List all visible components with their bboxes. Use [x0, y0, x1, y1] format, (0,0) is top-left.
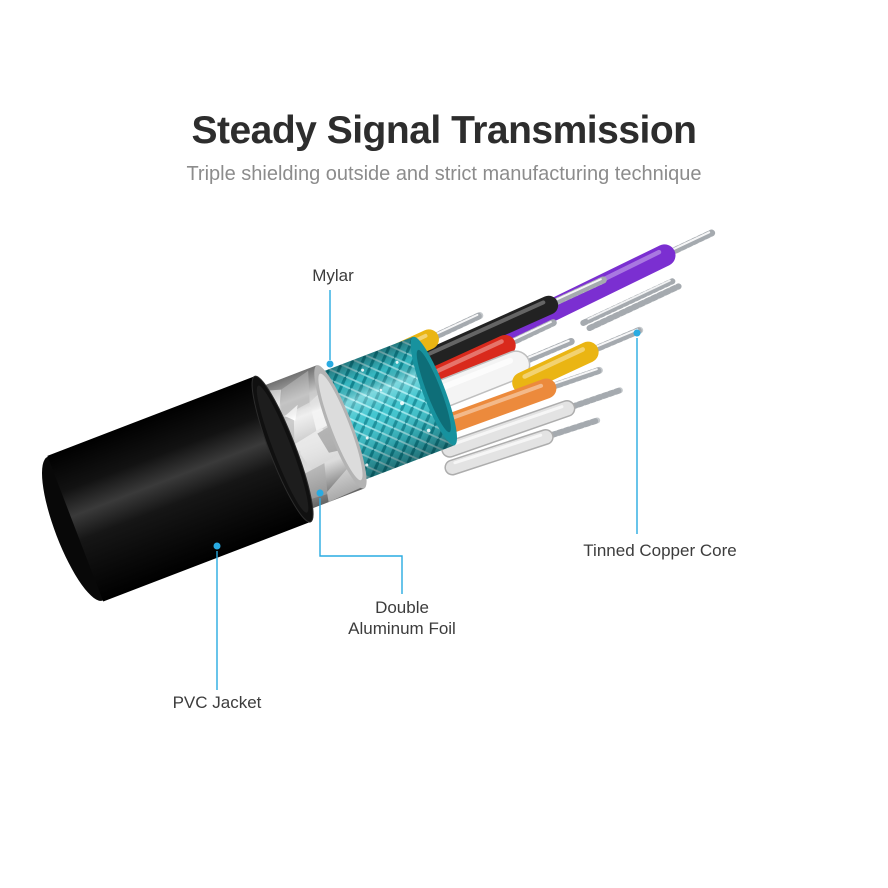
cable-illustration [41, 229, 716, 602]
page-subtitle: Triple shielding outside and strict manu… [186, 163, 701, 185]
page-title: Steady Signal Transmission [191, 109, 696, 152]
wire-black [418, 276, 607, 369]
annotation-mylar: Mylar [312, 266, 354, 368]
copper-strand-tip [563, 387, 623, 412]
wire-red [419, 319, 557, 390]
annotation-double-aluminum-foil: Double Aluminum Foil [316, 489, 456, 638]
tinned-copper-core-label: Tinned Copper Core [583, 541, 736, 560]
wire-gray-2 [444, 417, 601, 476]
pvc-jacket-dot [213, 542, 221, 550]
mylar-label: Mylar [312, 266, 354, 285]
annotations: Mylar Tinned Copper Core Double Aluminum… [173, 266, 737, 712]
double-aluminum-foil-label-line1: Double [375, 598, 429, 617]
pvc-jacket-label: PVC Jacket [173, 693, 262, 712]
wire-gray-1 [441, 387, 623, 458]
bare-twisted-pair [580, 278, 682, 332]
mylar-dot [326, 360, 334, 368]
annotation-tinned-copper-core: Tinned Copper Core [583, 329, 737, 560]
copper-strand-tip [545, 276, 607, 309]
double-aluminum-foil-leader-line [319, 498, 403, 594]
annotation-pvc-jacket: PVC Jacket [173, 542, 262, 712]
wire-yellow-lower [512, 326, 644, 394]
wire-bundle [389, 229, 716, 476]
tinned-copper-core-dot [633, 329, 641, 337]
double-aluminum-foil-label-line2: Aluminum Foil [348, 619, 456, 638]
pvc-jacket-layer [41, 375, 314, 602]
wire-orange [432, 366, 603, 437]
copper-strand-tip [542, 417, 601, 441]
double-aluminum-foil-dot [316, 489, 324, 497]
